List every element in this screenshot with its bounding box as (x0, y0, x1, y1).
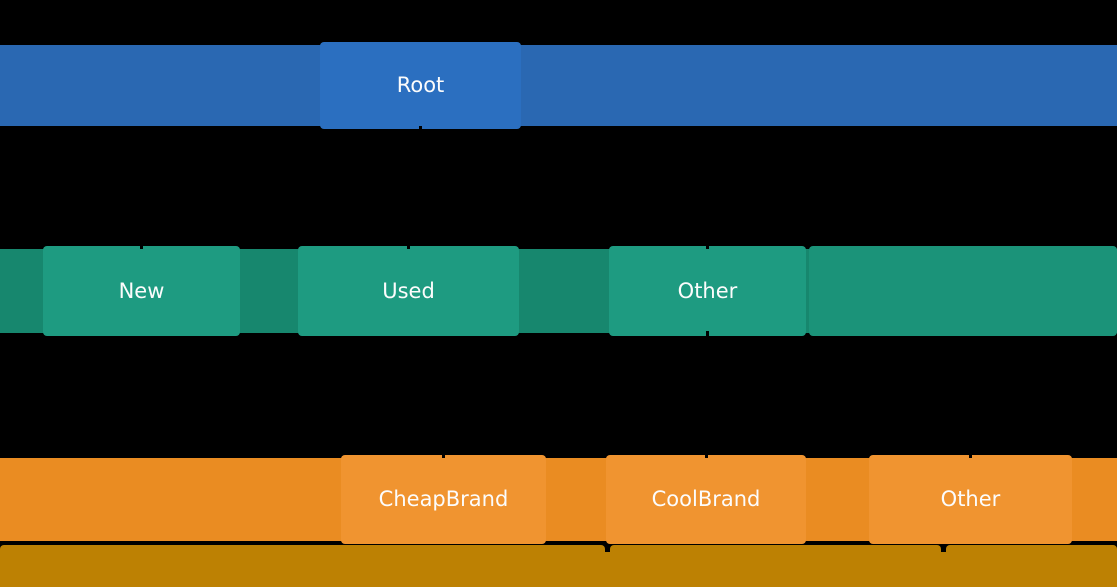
level-0-track (0, 45, 1117, 126)
tree-node-0-root[interactable]: Root (320, 42, 521, 129)
connector-tick (442, 451, 445, 458)
node-label: CheapBrand (378, 487, 509, 511)
level-0-row: Root (0, 42, 1117, 129)
tree-node-1-other[interactable]: Other (609, 246, 806, 336)
tree-node-2-other[interactable]: Other (869, 455, 1072, 544)
tree-node-1-new[interactable]: New (43, 246, 240, 336)
node-label: CoolBrand (651, 487, 761, 511)
level-3-row (0, 545, 1117, 587)
connector-tick (407, 242, 410, 249)
connector-tick (705, 451, 708, 458)
connector-tick (140, 242, 143, 249)
tree-node-3-unlabeled[interactable] (946, 545, 1117, 587)
connector-tick (706, 331, 709, 338)
node-label: New (118, 279, 165, 303)
node-label: Root (396, 73, 445, 97)
node-label: Used (382, 279, 435, 303)
level-2-row: CheapBrand CoolBrand Other (0, 455, 1117, 544)
connector-tick (419, 126, 422, 133)
tree-node-3-unlabeled[interactable] (610, 545, 941, 587)
connector-tick (969, 451, 972, 458)
tree-node-1-unlabeled[interactable] (809, 246, 1117, 336)
level-1-row: New Used Other (0, 246, 1117, 336)
tree-node-1-used[interactable]: Used (298, 246, 519, 336)
tree-node-2-cheapbrand[interactable]: CheapBrand (341, 455, 546, 544)
tree-node-3-unlabeled[interactable] (0, 545, 605, 587)
node-label: Other (677, 279, 738, 303)
node-label: Other (940, 487, 1001, 511)
tree-node-2-coolbrand[interactable]: CoolBrand (606, 455, 806, 544)
connector-tick (706, 242, 709, 249)
